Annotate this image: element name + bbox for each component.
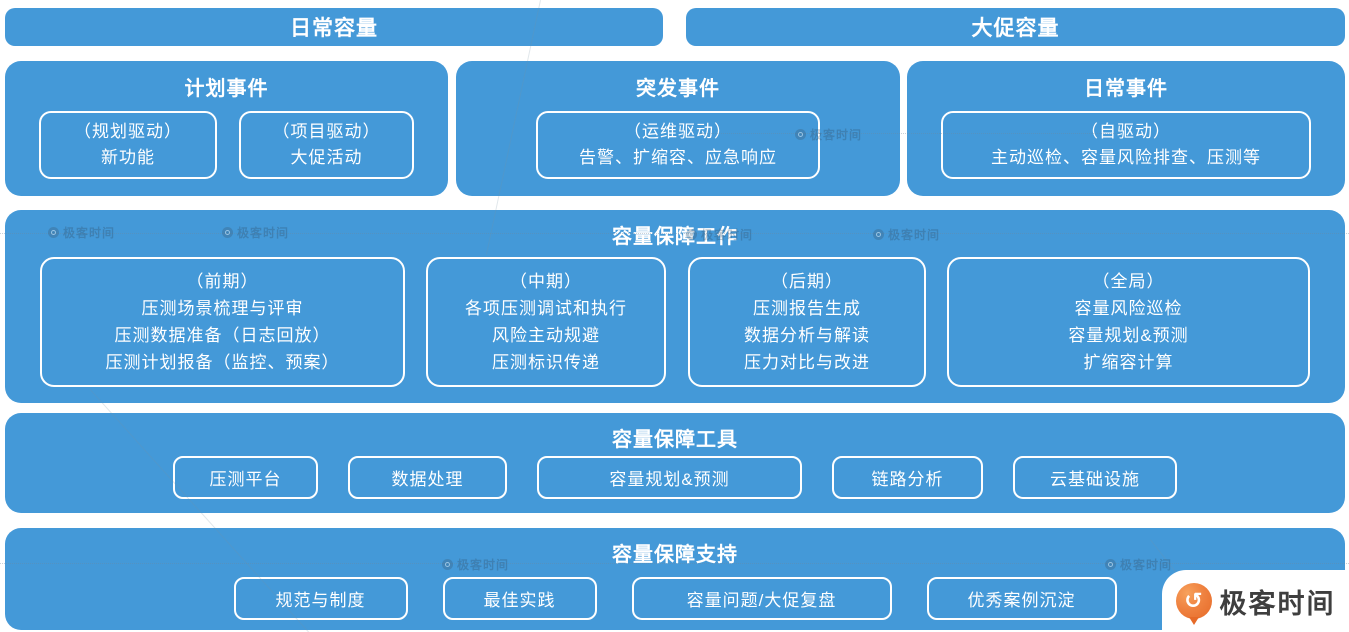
workbox-global: （全局） 容量风险巡检 容量规划&预测 扩缩容计算 xyxy=(947,257,1310,387)
workbox-line: （前期） xyxy=(186,272,259,291)
tool-chip-data-processing: 数据处理 xyxy=(348,456,507,499)
geek-time-pin-icon: ↺ xyxy=(1175,583,1212,625)
workbox-mid-phase: （中期） 各项压测调试和执行 风险主动规避 压测标识传递 xyxy=(426,257,666,387)
subbox-line: （规划驱动） xyxy=(74,122,182,141)
panel-capacity-support: 容量保障支持 规范与制度 最佳实践 容量问题/大促复盘 优秀案例沉淀 xyxy=(5,528,1345,630)
subbox-line: 新功能 xyxy=(101,148,155,167)
subbox-line: 告警、扩缩容、应急响应 xyxy=(579,148,777,167)
tool-chip-cloud-infrastructure: 云基础设施 xyxy=(1013,456,1177,499)
workbox-line: 各项压测调试和执行 xyxy=(465,299,627,318)
workbox-line: 压测报告生成 xyxy=(753,299,861,318)
panel-capacity-tools: 容量保障工具 压测平台 数据处理 容量规划&预测 链路分析 云基础设施 xyxy=(5,413,1345,513)
support-chip-row: 规范与制度 最佳实践 容量问题/大促复盘 优秀案例沉淀 xyxy=(5,577,1345,620)
tool-chip-pressure-test-platform: 压测平台 xyxy=(173,456,318,499)
subbox-row: （自驱动） 主动巡检、容量风险排查、压测等 xyxy=(907,111,1345,179)
subbox-row: （运维驱动） 告警、扩缩容、应急响应 xyxy=(456,111,900,179)
header-bar-promo-capacity: 大促容量 xyxy=(686,8,1345,46)
subbox-row: （规划驱动） 新功能 （项目驱动） 大促活动 xyxy=(5,111,448,179)
support-chip-standards: 规范与制度 xyxy=(233,577,408,620)
chip-label: 链路分析 xyxy=(871,470,944,489)
workbox-line: （中期） xyxy=(510,272,582,291)
workbox-line: 扩缩容计算 xyxy=(1083,353,1174,372)
chip-label: 压测平台 xyxy=(209,470,282,489)
subbox-line: （自驱动） xyxy=(1081,122,1171,141)
workbox-line: 压测数据准备（日志回放） xyxy=(114,326,331,345)
chip-label: 云基础设施 xyxy=(1050,470,1140,489)
header-bar-daily-capacity: 日常容量 xyxy=(5,8,663,46)
subbox-ops-driven: （运维驱动） 告警、扩缩容、应急响应 xyxy=(536,111,820,179)
subbox-line: 主动巡检、容量风险排查、压测等 xyxy=(991,148,1261,167)
group-title: 计划事件 xyxy=(184,78,269,100)
geek-time-logo: ↺ 极客时间 xyxy=(1162,570,1349,632)
header-bar-label: 日常容量 xyxy=(290,17,378,40)
tool-chip-capacity-planning-forecast: 容量规划&预测 xyxy=(537,456,802,499)
chip-label: 容量规划&预测 xyxy=(609,470,730,489)
subbox-project-driven: （项目驱动） 大促活动 xyxy=(239,111,414,179)
workbox-line: 压测计划报备（监控、预案） xyxy=(105,353,340,372)
subbox-line: （项目驱动） xyxy=(272,122,381,141)
logo-tail xyxy=(1188,617,1199,625)
subbox-line: 大促活动 xyxy=(290,148,363,167)
tools-chip-row: 压测平台 数据处理 容量规划&预测 链路分析 云基础设施 xyxy=(5,456,1345,499)
workbox-early-phase: （前期） 压测场景梳理与评审 压测数据准备（日志回放） 压测计划报备（监控、预案… xyxy=(40,257,405,387)
group-burst-events: 突发事件 （运维驱动） 告警、扩缩容、应急响应 xyxy=(456,61,900,196)
workbox-line: 容量风险巡检 xyxy=(1074,299,1183,318)
workbox-line: 容量规划&预测 xyxy=(1068,326,1189,345)
logo-ball: ↺ xyxy=(1175,583,1212,619)
subbox-planning-driven: （规划驱动） 新功能 xyxy=(39,111,217,179)
workbox-line: 数据分析与解读 xyxy=(744,326,870,345)
logo-text: 极客时间 xyxy=(1219,588,1336,619)
panel-capacity-work: 容量保障工作 （前期） 压测场景梳理与评审 压测数据准备（日志回放） 压测计划报… xyxy=(5,210,1345,403)
workbox-late-phase: （后期） 压测报告生成 数据分析与解读 压力对比与改进 xyxy=(688,257,926,387)
workbox-line: 压力对比与改进 xyxy=(744,353,870,372)
workbox-line: （全局） xyxy=(1092,272,1165,291)
group-title: 突发事件 xyxy=(636,78,720,100)
panel-title: 容量保障工具 xyxy=(612,429,738,451)
group-title: 日常事件 xyxy=(1084,78,1168,100)
subbox-self-driven: （自驱动） 主动巡检、容量风险排查、压测等 xyxy=(941,111,1311,179)
support-chip-review: 容量问题/大促复盘 xyxy=(631,577,892,620)
chip-label: 规范与制度 xyxy=(275,591,366,610)
support-chip-case-library: 优秀案例沉淀 xyxy=(926,577,1117,620)
chip-label: 优秀案例沉淀 xyxy=(967,591,1076,610)
panel-title: 容量保障支持 xyxy=(612,544,738,566)
group-planned-events: 计划事件 （规划驱动） 新功能 （项目驱动） 大促活动 xyxy=(5,61,448,196)
workbox-line: （后期） xyxy=(771,272,843,291)
header-bar-label: 大促容量 xyxy=(971,17,1060,40)
workbox-line: 压测场景梳理与评审 xyxy=(141,299,304,318)
subbox-line: （运维驱动） xyxy=(624,122,732,141)
tool-chip-link-analysis: 链路分析 xyxy=(832,456,983,499)
panel-title: 容量保障工作 xyxy=(612,226,738,248)
group-routine-events: 日常事件 （自驱动） 主动巡检、容量风险排查、压测等 xyxy=(907,61,1345,196)
chip-label: 容量问题/大促复盘 xyxy=(686,591,837,610)
workbox-line: 风险主动规避 xyxy=(492,326,600,345)
chip-label: 数据处理 xyxy=(391,470,464,489)
workbox-line: 压测标识传递 xyxy=(492,353,600,372)
chip-label: 最佳实践 xyxy=(483,591,556,610)
support-chip-best-practices: 最佳实践 xyxy=(442,577,597,620)
